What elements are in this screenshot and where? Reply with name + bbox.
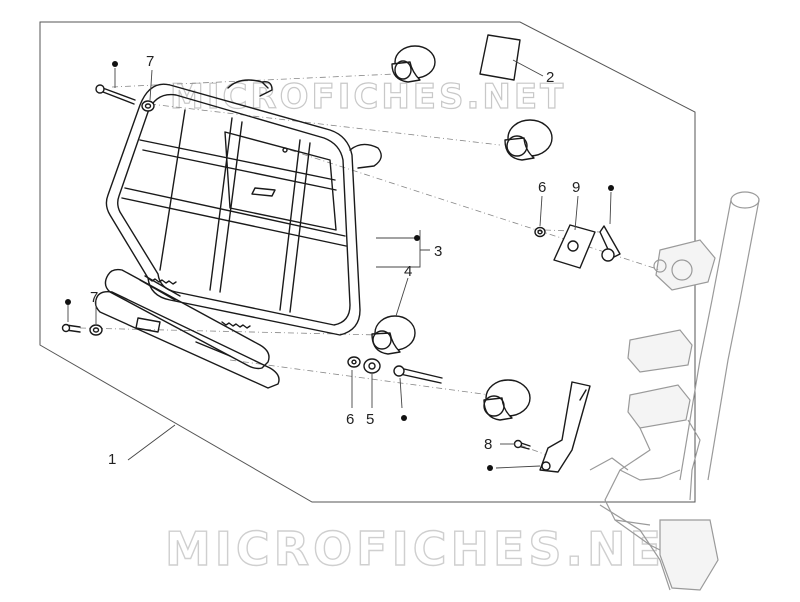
callout-7-upper: 7 <box>146 53 154 70</box>
fasteners <box>61 84 621 473</box>
callout-3: 3 <box>434 243 442 260</box>
front-luggage-rack <box>94 79 382 389</box>
callout-6-lower: 6 <box>346 411 354 428</box>
buffer-middle <box>371 315 416 355</box>
callout-9: 9 <box>572 179 580 196</box>
callout-6-upper: 6 <box>538 179 546 196</box>
rubber-buffers <box>371 45 553 421</box>
watermark-bottom: MICROFICHES.NET <box>165 522 700 576</box>
callout-1: 1 <box>108 451 116 468</box>
callout-labels: 1 2 3 4 5 6 6 7 7 8 9 <box>90 53 580 468</box>
callout-8: 8 <box>484 436 492 453</box>
label-plate <box>479 34 521 81</box>
callout-2: 2 <box>546 69 554 86</box>
assembly-frame <box>39 21 696 503</box>
steering-column-ghost <box>589 191 760 591</box>
leader-lines <box>67 59 612 469</box>
callout-4: 4 <box>404 263 412 280</box>
buffer-lower <box>483 379 531 421</box>
callout-7-lower: 7 <box>90 289 98 306</box>
buffer-upper-right <box>504 119 553 161</box>
reference-dots <box>65 61 614 471</box>
buffer-top <box>391 45 436 83</box>
callout-5: 5 <box>366 411 374 428</box>
